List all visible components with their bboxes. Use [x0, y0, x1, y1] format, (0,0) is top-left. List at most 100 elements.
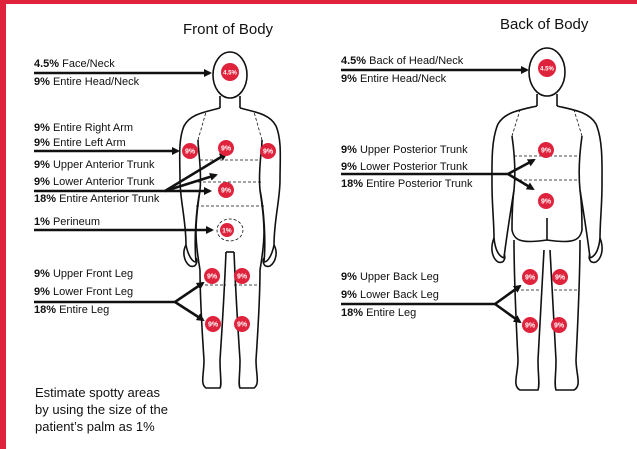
pct: 9%	[34, 268, 50, 280]
badge-lower-front-leg-left: 9%	[234, 316, 250, 332]
pct: 4.5%	[34, 58, 59, 70]
badge-back-of-head: 4.5%	[538, 59, 556, 77]
badge-label: 9%	[525, 323, 536, 330]
pct: 9%	[341, 161, 357, 173]
text: Entire Anterior Trunk	[59, 193, 159, 205]
front-label-entire-anterior-trunk: 18% Entire Anterior Trunk	[34, 193, 159, 206]
pct: 9%	[34, 286, 50, 298]
pct: 9%	[34, 76, 50, 88]
note-line: Estimate spotty areas	[35, 384, 168, 401]
badge-upper-back-leg-left: 9%	[552, 269, 568, 285]
back-label-back-of-head: 4.5% Back of Head/Neck	[341, 55, 463, 68]
text: Entire Right Arm	[53, 122, 133, 134]
badge-label: 9%	[541, 148, 552, 155]
badge-lower-anterior-trunk: 9%	[218, 182, 234, 198]
pct: 4.5%	[341, 55, 366, 67]
text: Lower Back Leg	[360, 289, 439, 301]
text: Entire Leg	[366, 307, 416, 319]
pct: 18%	[341, 307, 363, 319]
back-label-entire-posterior-trunk: 18% Entire Posterior Trunk	[341, 178, 472, 191]
text: Entire Head/Neck	[53, 76, 139, 88]
pct: 18%	[34, 304, 56, 316]
text: Face/Neck	[62, 58, 115, 70]
text: Entire Posterior Trunk	[366, 178, 472, 190]
back-label-upper-back-leg: 9% Upper Back Leg	[341, 271, 439, 284]
back-label-entire-leg: 18% Entire Leg	[341, 307, 416, 320]
pct: 9%	[34, 159, 50, 171]
badge-upper-back-leg-right: 9%	[522, 269, 538, 285]
front-label-entire-leg: 18% Entire Leg	[34, 304, 109, 317]
badge-right-arm: 9%	[182, 143, 198, 159]
back-label-lower-back-leg: 9% Lower Back Leg	[341, 289, 439, 302]
text: Back of Head/Neck	[369, 55, 463, 67]
note-line: by using the size of the	[35, 401, 168, 418]
badge-label: 9%	[221, 146, 232, 153]
front-label-perineum: 1% Perineum	[34, 216, 100, 229]
text: Perineum	[53, 216, 100, 228]
front-label-entire-head-neck: 9% Entire Head/Neck	[34, 76, 139, 89]
back-badges: 4.5% 9% 9% 9% 9% 9% 9%	[522, 59, 568, 333]
pct: 1%	[34, 216, 50, 228]
badge-label: 4.5%	[540, 67, 554, 73]
front-body-outline	[180, 52, 281, 388]
badge-label: 9%	[525, 275, 536, 282]
badge-label: 9%	[185, 149, 196, 156]
palm-estimate-note: Estimate spotty areas by using the size …	[35, 384, 168, 435]
front-body-dashed-zones	[196, 112, 264, 285]
front-label-face-neck: 4.5% Face/Neck	[34, 58, 115, 71]
badge-lower-back-leg-left: 9%	[551, 317, 567, 333]
badge-label: 9%	[237, 322, 248, 329]
pct: 18%	[341, 178, 363, 190]
text: Entire Leg	[59, 304, 109, 316]
back-label-entire-head-neck: 9% Entire Head/Neck	[341, 73, 446, 86]
text: Entire Head/Neck	[360, 73, 446, 85]
badge-label: 9%	[554, 323, 565, 330]
badge-perineum: 1%	[220, 223, 234, 237]
badge-label: 9%	[263, 149, 274, 156]
badge-label: 4.5%	[223, 71, 237, 77]
back-body-outline	[492, 48, 602, 390]
front-label-upper-anterior-trunk: 9% Upper Anterior Trunk	[34, 159, 154, 172]
pct: 9%	[341, 144, 357, 156]
front-title: Front of Body	[183, 21, 273, 38]
front-label-right-arm: 9% Entire Right Arm	[34, 122, 133, 135]
badge-upper-front-leg-right: 9%	[204, 268, 220, 284]
badge-label: 9%	[208, 322, 219, 329]
text: Entire Left Arm	[53, 137, 126, 149]
pct: 9%	[34, 122, 50, 134]
badge-label: 9%	[555, 275, 566, 282]
back-label-lower-posterior-trunk: 9% Lower Posterior Trunk	[341, 161, 468, 174]
badge-upper-posterior-trunk: 9%	[538, 142, 554, 158]
badge-lower-back-leg-right: 9%	[522, 317, 538, 333]
back-label-upper-posterior-trunk: 9% Upper Posterior Trunk	[341, 144, 468, 157]
note-line: patient’s palm as 1%	[35, 418, 168, 435]
text: Upper Back Leg	[360, 271, 439, 283]
badge-label: 9%	[207, 274, 218, 281]
pct: 18%	[34, 193, 56, 205]
pct: 9%	[341, 271, 357, 283]
badge-face-neck: 4.5%	[221, 63, 239, 81]
text: Upper Front Leg	[53, 268, 133, 280]
pct: 9%	[341, 289, 357, 301]
badge-upper-anterior-trunk: 9%	[218, 140, 234, 156]
text: Upper Posterior Trunk	[360, 144, 468, 156]
pct: 9%	[34, 176, 50, 188]
pct: 9%	[341, 73, 357, 85]
front-label-lower-front-leg: 9% Lower Front Leg	[34, 286, 133, 299]
badge-upper-front-leg-left: 9%	[234, 268, 250, 284]
badge-label: 1%	[222, 228, 232, 235]
badge-label: 9%	[541, 199, 552, 206]
front-label-lower-anterior-trunk: 9% Lower Anterior Trunk	[34, 176, 154, 189]
badge-label: 9%	[221, 188, 232, 195]
back-title: Back of Body	[500, 16, 588, 33]
text: Lower Anterior Trunk	[53, 176, 155, 188]
text: Lower Front Leg	[53, 286, 133, 298]
text: Lower Posterior Trunk	[360, 161, 468, 173]
back-arrows	[341, 70, 534, 322]
badge-lower-posterior-trunk: 9%	[538, 193, 554, 209]
badge-label: 9%	[237, 274, 248, 281]
pct: 9%	[34, 137, 50, 149]
front-label-upper-front-leg: 9% Upper Front Leg	[34, 268, 133, 281]
badge-left-arm: 9%	[260, 143, 276, 159]
